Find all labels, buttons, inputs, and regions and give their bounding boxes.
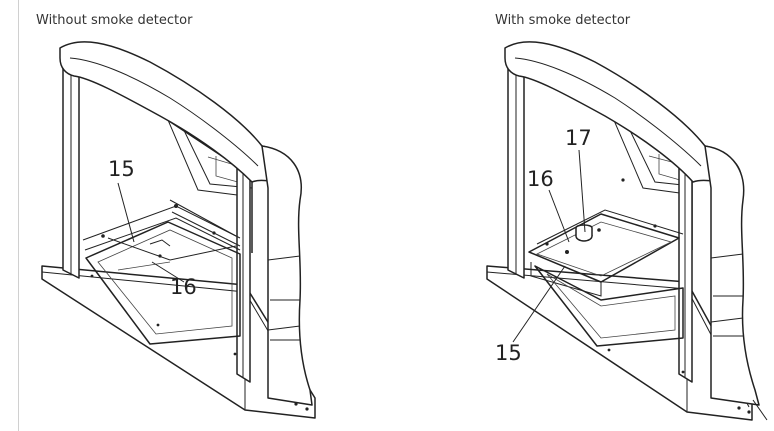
- callout-16: 16: [527, 167, 554, 191]
- leader-line-15: [117, 182, 135, 243]
- callout-15: 15: [108, 157, 135, 181]
- caption-without-smoke-detector: Without smoke detector: [36, 13, 193, 28]
- leader-line-16: [151, 261, 185, 283]
- leader-line-17: [578, 149, 586, 233]
- callout-15: 15: [495, 341, 522, 365]
- cabinet-frame: [486, 41, 768, 421]
- callout-16: 16: [170, 275, 197, 299]
- callout-17: 17: [565, 126, 592, 150]
- leader-line-16: [548, 189, 570, 243]
- leader-line-15: [512, 265, 566, 343]
- diagram-without-smoke-detector: 15 16: [41, 41, 316, 419]
- diagram-with-smoke-detector: 17 16 15: [486, 41, 768, 421]
- page-margin-rule: [18, 0, 19, 431]
- caption-with-smoke-detector: With smoke detector: [495, 13, 631, 28]
- cabinet-frame: [41, 41, 316, 419]
